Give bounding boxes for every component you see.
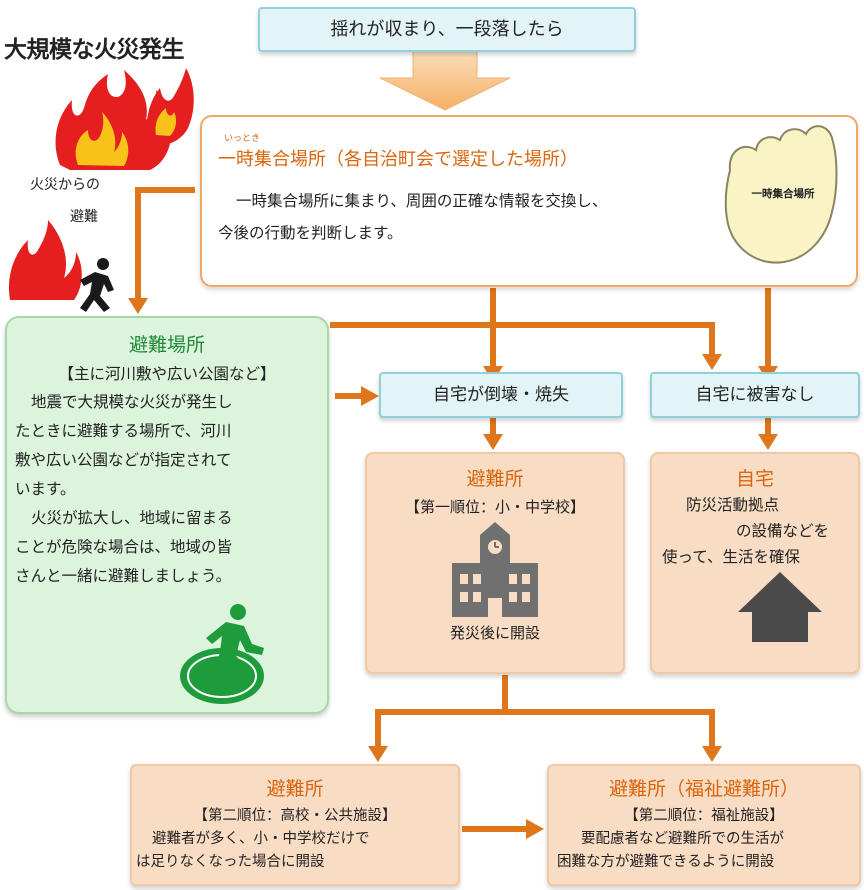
evac-line-7: さんと一緒に避難しましょう。 [15,567,232,585]
evac-area-body: 地震で大規模な火災が発生し たときに避難する場所で、河川 敷や広い公園などが指定… [15,388,325,591]
no-damage-label: 自宅に被害なし [695,385,815,405]
evac-line-6: ことが危険な場合は、地域の皆 [15,538,233,556]
evac-area-title: 避難場所 [128,334,205,356]
escape-label-1: 火災からの [30,177,100,193]
shelter-welfare-title: 避難所（福祉避難所） [608,778,799,800]
hand-label: 一時集合場所 [751,188,815,200]
evac-area-box: 避難場所 【主に河川敷や広い公園など】 地震で大規模な火災が発生し たときに避難… [5,316,329,714]
home-line-1: 防災活動拠点 [686,496,780,514]
evac-area-subtitle: 【主に河川敷や広い公園など】 [58,365,276,383]
shelter-primary-box: 避難所 【第一順位：小・中学校】 発災後に開設 [365,452,625,674]
collapse-label: 自宅が倒壊・焼失 [433,385,569,405]
escape-label-2: 避難 [70,209,98,225]
shelter-primary-subtitle: 【第一順位：小・中学校】 [404,498,585,516]
evac-line-4: います。 [15,480,76,498]
welfare-line-1: 要配慮者など避難所での生活が [581,831,784,847]
home-line-2: の設備などを [736,522,830,540]
down-arrow-main [379,47,511,111]
home-line-3: 使って、生活を確保 [662,548,800,566]
temp-assembly-body-1: 一時集合場所に集まり、周囲の正確な情報を交換し、 [236,192,608,210]
home-body: 防災活動拠点 の設備などを 使って、生活を確保 [652,492,858,570]
temp-assembly-ruby: いっとき [224,134,261,144]
temp-assembly-body-2: 今後の行動を判断します。 [218,224,403,242]
welfare-line-2: 困難な方が避難できるように開設 [557,854,775,870]
shelter-secondary-box: 避難所 【第二順位：高校・公共施設】 避難者が多く、小・中学校だけで は足りなく… [130,764,460,886]
shelter-primary-note: 発災後に開設 [449,624,540,642]
collapse-box: 自宅が倒壊・焼失 [379,372,623,418]
header-text: 揺れが収まり、一段落したら [330,19,564,40]
shelter-secondary-subtitle: 【第二順位：高校・公共施設】 [193,808,397,824]
shelter-secondary-title: 避難所 [266,778,324,800]
secondary-line-2: は足りなくなった場合に開設 [136,854,325,870]
shelter-primary-title: 避難所 [466,468,524,490]
orange-connectors [135,187,771,832]
home-box: 自宅 防災活動拠点 の設備などを 使って、生活を確保 [650,452,860,674]
evac-line-2: たときに避難する場所で、河川 [15,422,232,440]
header-box: 揺れが収まり、一段落したら [258,7,636,52]
temp-assembly-title: 一時集合場所（各自治町会で選定した場所） [218,149,578,170]
arrow-shelter-fork-right [505,709,715,748]
shelter-welfare-body: 要配慮者など避難所での生活が 困難な方が避難できるように開設 [553,828,859,874]
temp-assembly-box: いっとき 一時集合場所（各自治町会で選定した場所） 一時集合場所に集まり、周囲の… [200,115,858,287]
no-damage-box: 自宅に被害なし [650,372,860,418]
evac-line-1: 地震で大規模な火災が発生し [31,393,233,411]
home-title: 自宅 [735,468,774,490]
shelter-welfare-box: 避難所（福祉避難所） 【第二順位：福祉施設】 要配慮者など避難所での生活が 困難… [547,764,861,886]
arrow-shelter-fork [375,675,508,748]
shelter-secondary-body: 避難者が多く、小・中学校だけで は足りなくなった場合に開設 [136,828,456,874]
arrow-fire-to-evac [135,187,195,300]
fire-title: 大規模な火災発生 [4,37,185,63]
evac-line-5: 火災が拡大し、地域に留まる [31,509,233,527]
secondary-line-1: 避難者が多く、小・中学校だけで [152,831,370,847]
arrow-evac-to-nodamage [330,322,715,356]
shelter-welfare-subtitle: 【第二順位：福祉施設】 [624,808,784,824]
evac-line-3: 敷や広い公園などが指定されて [15,451,232,469]
